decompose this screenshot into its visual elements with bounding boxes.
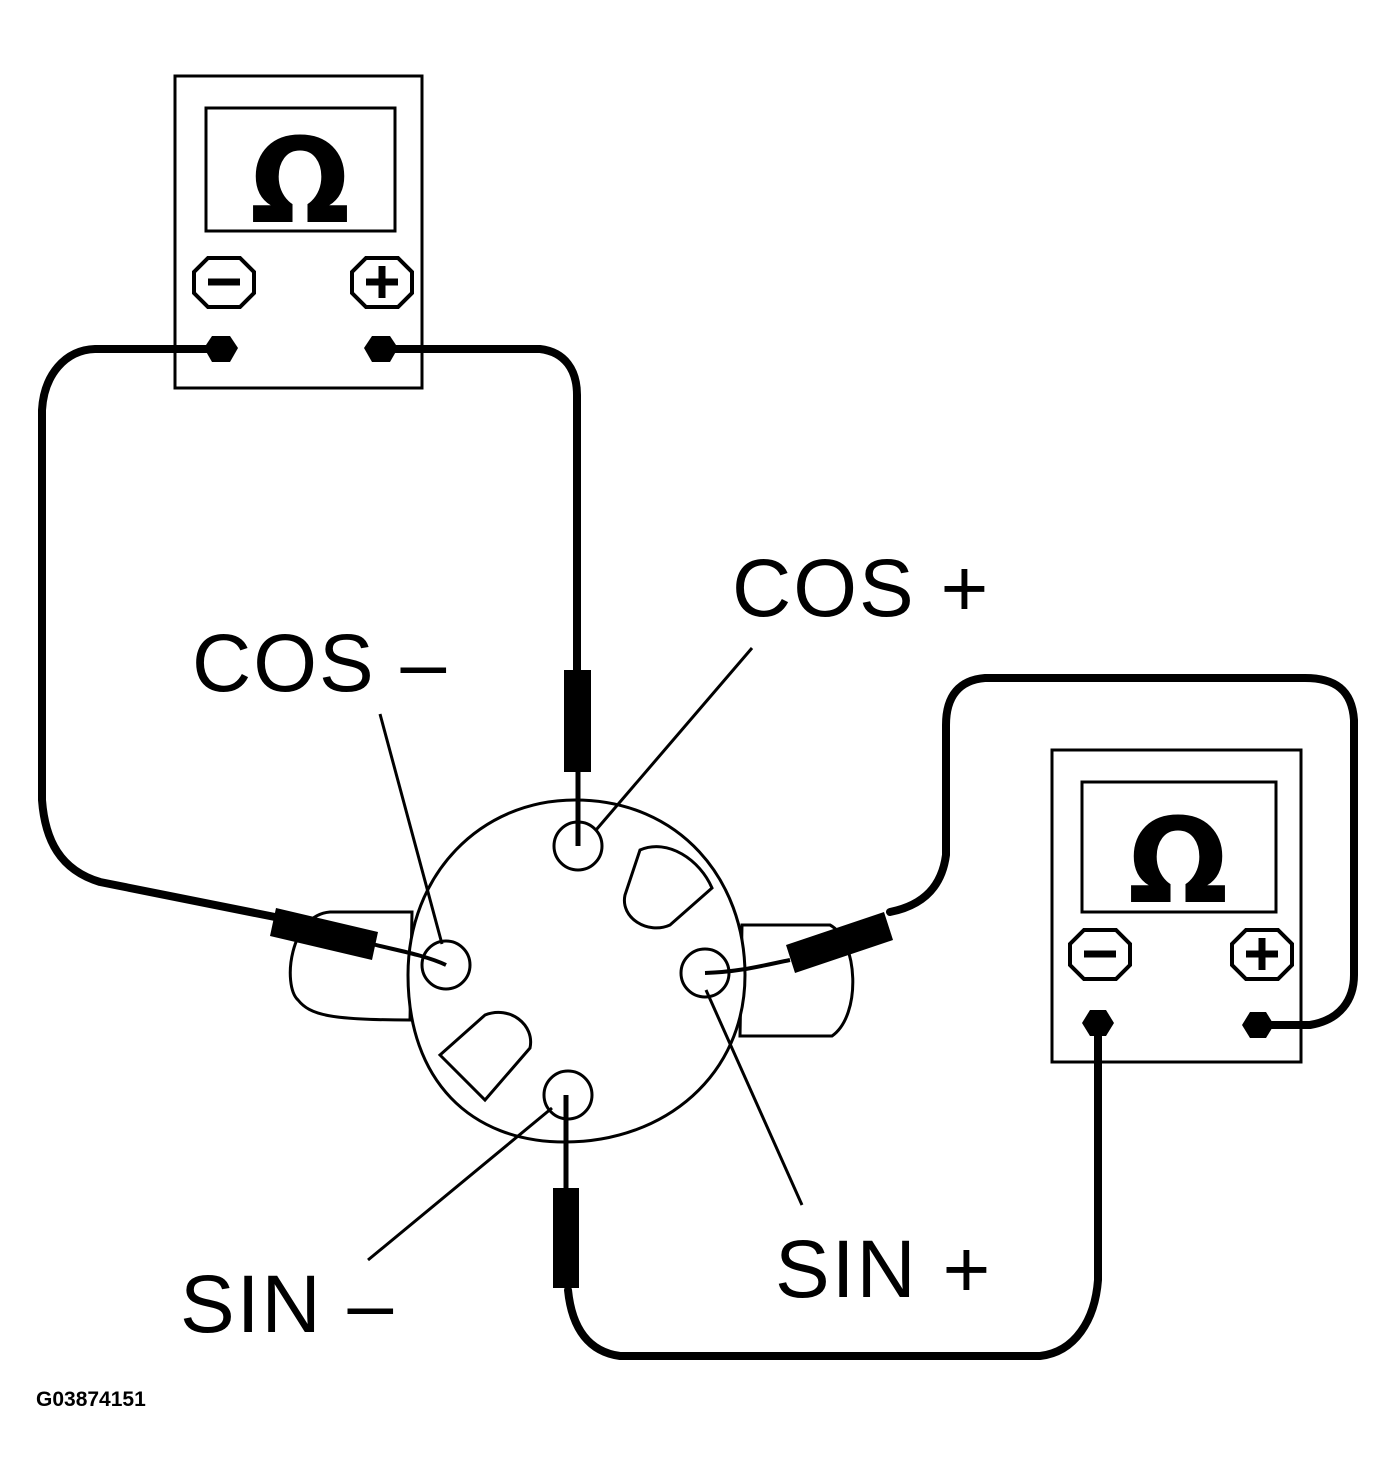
meter-display <box>204 106 397 233</box>
ohmmeter-right: Ω <box>1050 748 1303 1064</box>
meter-display <box>1080 780 1278 914</box>
ohmmeter-top: Ω <box>173 74 424 390</box>
label-cos-plus: COS + <box>732 543 990 634</box>
leader-sin-minus <box>367 1106 553 1262</box>
ohm-icon: Ω <box>250 112 350 250</box>
test-lead-sin-plus <box>886 674 1358 1029</box>
sensor-connector <box>288 798 855 1144</box>
leader-sin-plus <box>704 989 804 1206</box>
label-sin-minus: SIN – <box>180 1259 395 1350</box>
probe-cos-plus <box>564 670 591 772</box>
label-sin-plus: SIN + <box>775 1224 992 1315</box>
test-lead-sin-minus <box>564 1019 1102 1360</box>
test-lead-cos-plus <box>378 345 581 676</box>
leader-cos-plus <box>594 647 754 831</box>
probe-sin-minus <box>553 1188 579 1288</box>
connector-key-lower <box>437 1010 533 1103</box>
probe-cos-minus <box>270 908 378 960</box>
test-lead-cos-minus <box>38 345 284 922</box>
connector-key-upper <box>623 845 714 930</box>
probe-sin-plus <box>786 912 893 973</box>
ohm-icon: Ω <box>1128 792 1228 930</box>
figure-id: G03874151 <box>36 1388 146 1411</box>
test-lead-cos-minus-tip <box>371 942 447 967</box>
leader-cos-minus <box>378 713 444 945</box>
test-lead-sin-plus-tip <box>704 958 791 975</box>
label-cos-minus: COS – <box>192 618 448 709</box>
